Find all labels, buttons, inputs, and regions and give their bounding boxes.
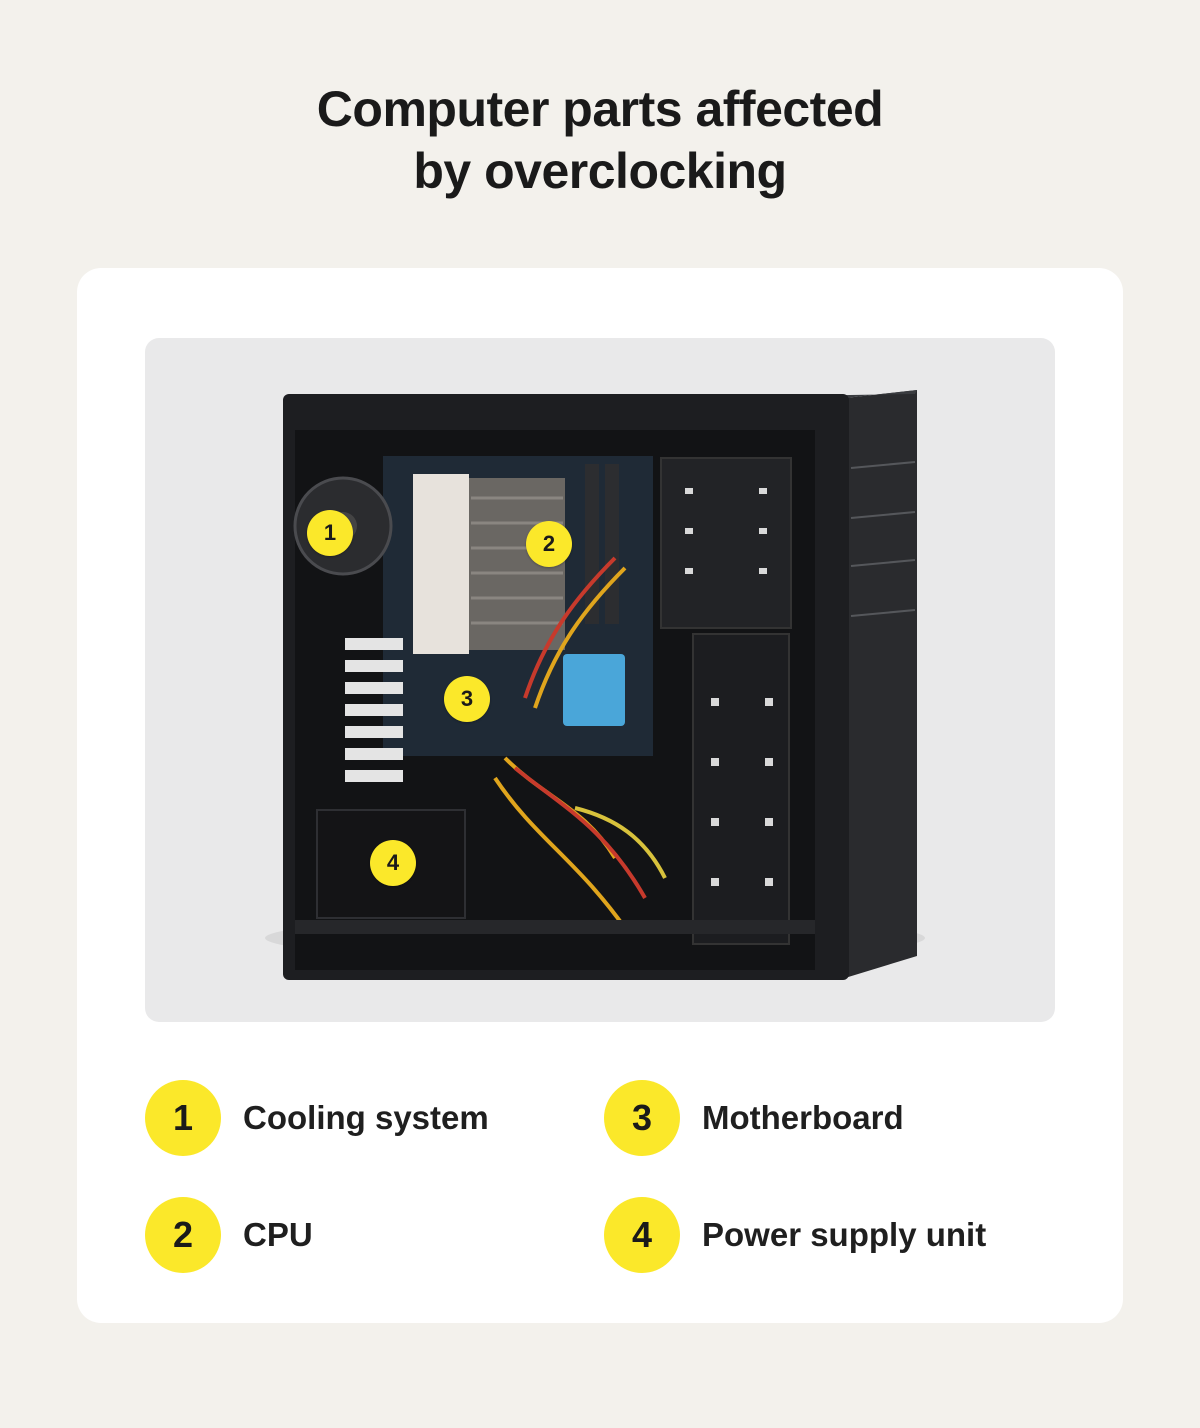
legend-label: Cooling system	[243, 1099, 489, 1136]
marker-4: 4	[370, 840, 416, 886]
content-card: 1 2 3 4 1 Cooling system 2 CPU 3 Motherb…	[77, 268, 1123, 1323]
marker-1: 1	[307, 510, 353, 556]
title-line-2: by overclocking	[413, 143, 787, 199]
pc-case-photo: 1 2 3 4	[145, 338, 1055, 1022]
legend-number: 1	[145, 1080, 221, 1156]
marker-2: 2	[526, 521, 572, 567]
page-title: Computer parts affected by overclocking	[0, 78, 1200, 202]
legend-label: Power supply unit	[702, 1216, 987, 1253]
legend-number: 4	[604, 1197, 680, 1273]
legend-item-power-supply-unit: 4 Power supply unit	[604, 1197, 986, 1273]
legend-number: 2	[145, 1197, 221, 1273]
legend-label: Motherboard	[702, 1099, 904, 1136]
legend-item-motherboard: 3 Motherboard	[604, 1080, 904, 1156]
legend-number: 3	[604, 1080, 680, 1156]
title-line-1: Computer parts affected	[316, 81, 884, 137]
marker-3: 3	[444, 676, 490, 722]
legend-item-cooling-system: 1 Cooling system	[145, 1080, 489, 1156]
legend-item-cpu: 2 CPU	[145, 1197, 313, 1273]
legend-label: CPU	[243, 1216, 313, 1253]
pc-case-illustration	[265, 390, 925, 980]
